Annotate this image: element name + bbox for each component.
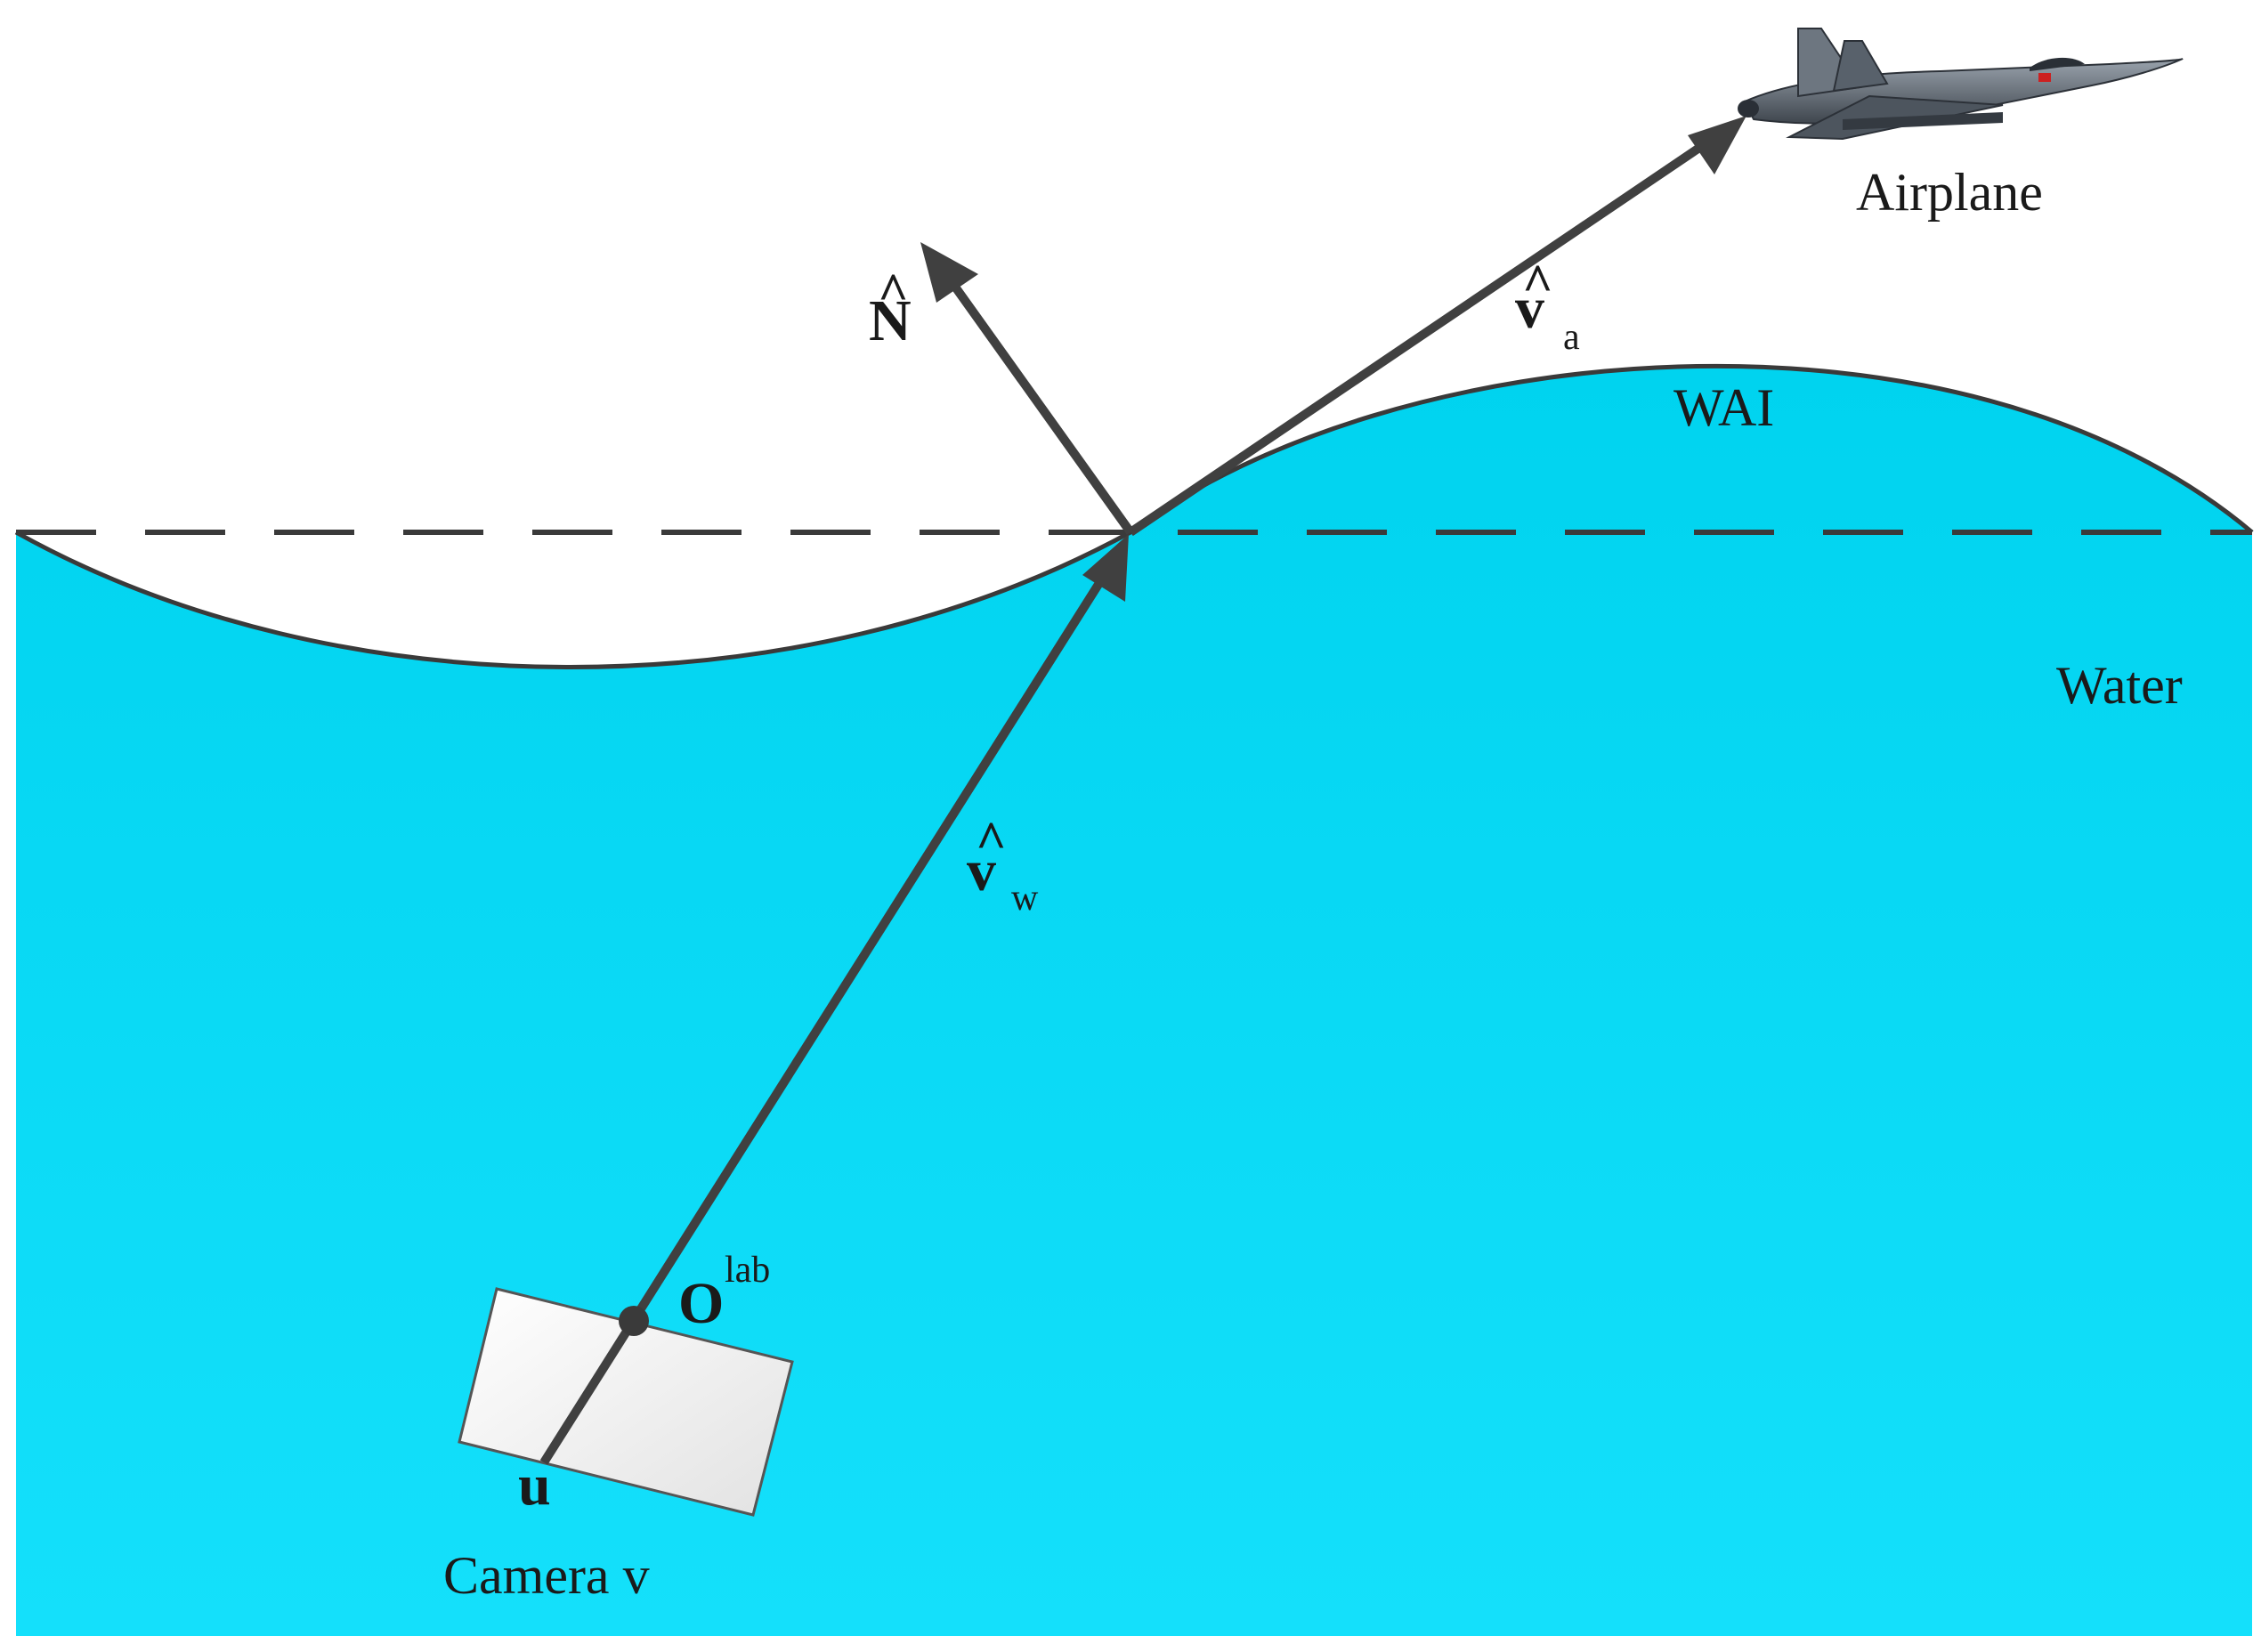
normal-label: N bbox=[869, 288, 912, 353]
water-region bbox=[16, 366, 2252, 1636]
water-label: Water bbox=[2056, 656, 2183, 715]
normal-hat: ^ bbox=[878, 263, 909, 321]
origin-superscript: lab bbox=[725, 1250, 770, 1291]
air-ray-hat: ^ bbox=[1522, 254, 1553, 312]
origin-label: O bbox=[678, 1271, 724, 1336]
air-ray-subscript: a bbox=[1563, 317, 1580, 358]
surface-normal-vector bbox=[948, 280, 1135, 535]
water-ray-label: v bbox=[967, 838, 996, 903]
air-ray-vector bbox=[1128, 140, 1707, 537]
fighter-jet-icon bbox=[1738, 28, 2184, 141]
water-ray-hat: ^ bbox=[976, 811, 1007, 870]
camera-origin-point bbox=[619, 1306, 649, 1336]
camera-label: Camera v bbox=[443, 1546, 650, 1605]
airplane-label: Airplane bbox=[1856, 163, 2043, 222]
surface-normal-arrowhead bbox=[920, 242, 978, 303]
water-ray-arrowhead bbox=[1082, 534, 1129, 602]
water-ray-subscript: w bbox=[1011, 878, 1039, 919]
air-ray-label: v bbox=[1515, 276, 1544, 341]
air-ray-arrowhead bbox=[1688, 116, 1746, 174]
pixel-label: u bbox=[518, 1453, 551, 1518]
wai-label: WAI bbox=[1673, 378, 1774, 437]
